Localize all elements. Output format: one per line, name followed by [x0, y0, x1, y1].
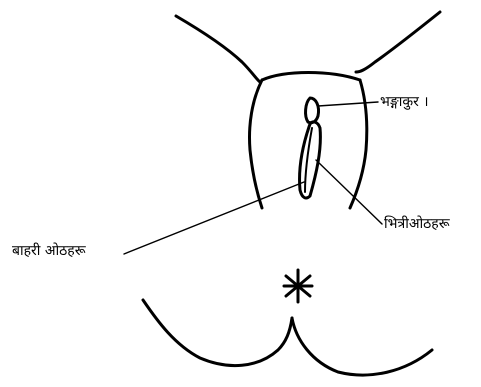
- right-buttock-outline: [292, 318, 432, 375]
- right-upper-body-outline: [356, 12, 440, 72]
- top-connecting-curve: [262, 73, 360, 81]
- left-upper-body-outline: [176, 16, 260, 82]
- inner-lips-label: भित्रीओठहरू: [384, 216, 450, 232]
- left-outer-lip: [250, 80, 263, 208]
- right-outer-lip: [350, 80, 367, 208]
- outer-lips-label: बाहरी ओठहरू: [12, 243, 86, 259]
- inner-lips-shape: [300, 122, 321, 198]
- left-buttock-outline: [143, 300, 292, 366]
- clitoris-label: भङ्गाकुर ।: [380, 94, 429, 110]
- outer-lips-leader-line: [124, 182, 304, 254]
- clitoris-shape: [306, 98, 319, 123]
- anus-mark: [284, 270, 312, 302]
- inner-lips-leader-line: [316, 160, 382, 224]
- clitoris-leader-line: [318, 102, 378, 106]
